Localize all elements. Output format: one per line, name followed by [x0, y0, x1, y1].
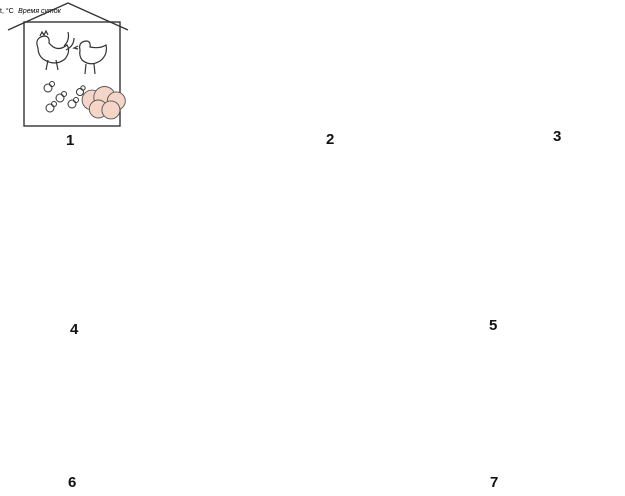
- rooster-icon: [36, 29, 75, 71]
- chicks-icon: [43, 81, 86, 113]
- step-number-6: 6: [68, 474, 77, 491]
- step-number-5: 5: [489, 317, 498, 334]
- step-number-7: 7: [490, 474, 499, 491]
- chart-y-axis: t, °C Время суток +80+60+40+20 123456789…: [0, 0, 61, 17]
- step-number-2: 2: [326, 131, 335, 148]
- chart-xlabel: Время суток: [18, 8, 61, 15]
- step-1-poultry-house: [7, 2, 129, 127]
- step-number-4: 4: [70, 321, 79, 338]
- temperature-chart: t, °C Время суток +80+60+40+20 123456789…: [0, 0, 61, 17]
- step-number-3: 3: [553, 128, 562, 145]
- chart-ylabel: t, °C: [0, 8, 14, 15]
- chart-x-axis: t, °C Время суток +80+60+40+20 123456789…: [0, 0, 61, 17]
- hen-icon: [72, 40, 107, 75]
- step-number-1: 1: [66, 132, 75, 149]
- manure-pile-icon: [81, 86, 126, 120]
